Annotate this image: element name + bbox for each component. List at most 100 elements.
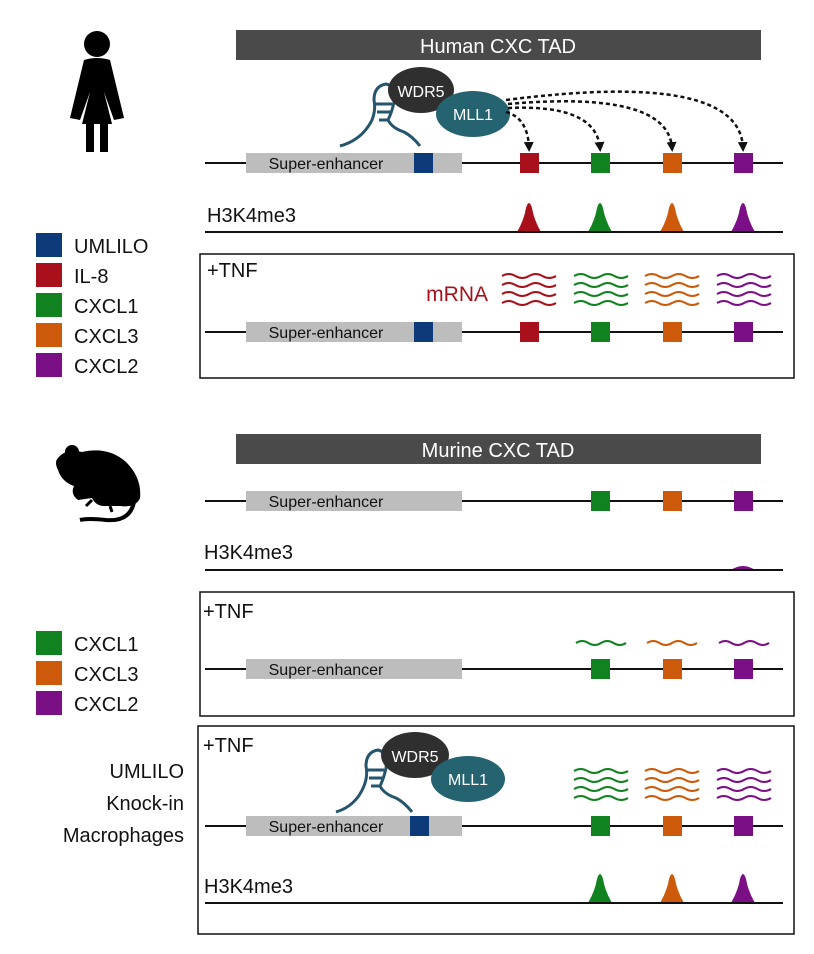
knockin-mrna-transcripts <box>573 768 772 801</box>
human-tad-title: Human CXC TAD <box>420 36 576 58</box>
knockin-panel-frame <box>197 725 795 935</box>
cxcl2-peak <box>731 874 755 903</box>
super-enhancer-box <box>246 153 462 173</box>
cxcl3-mrna-strand <box>646 640 698 646</box>
legend-swatch-cxcl3 <box>36 661 62 685</box>
cxcl2-gene <box>734 816 753 836</box>
cxcl1-peak <box>588 874 612 903</box>
legend-label-umlilo: UMLILO <box>74 236 148 258</box>
knockin-side-label-line3: Macrophages <box>63 825 184 847</box>
cxcl1-mrna-strand <box>573 273 629 279</box>
super-enhancer-box <box>246 491 462 511</box>
tnf-label: +TNF <box>203 735 254 757</box>
wdr5-ellipse <box>381 732 449 778</box>
murine-mrna-transcripts <box>575 640 770 646</box>
human-h3k4me3-track: H3K4me3 <box>205 203 783 233</box>
cxcl1-mrna-strand <box>575 640 627 646</box>
il8-gene <box>520 153 539 173</box>
mouse-icon <box>56 445 141 523</box>
cxcl3-gene <box>663 153 682 173</box>
legend-swatch-cxcl1 <box>36 631 62 655</box>
mll1-ellipse <box>431 756 505 802</box>
legend-label-cxcl3: CXCL3 <box>74 664 138 686</box>
cxcl1-gene <box>591 322 610 342</box>
knockin-side-label-line1: UMLILO <box>110 761 184 783</box>
cxcl2-gene <box>734 153 753 173</box>
cxcl2-mrna-strand <box>716 282 772 288</box>
cxcl3-mrna-strand <box>644 768 700 774</box>
human-mrna-transcripts <box>501 273 772 306</box>
cxcl2-gene <box>734 322 753 342</box>
legend-label-cxcl1: CXCL1 <box>74 634 138 656</box>
legend-label-cxcl2: CXCL2 <box>74 356 138 378</box>
tnf-panel-frame <box>199 253 795 379</box>
super-enhancer-label: Super-enhancer <box>269 819 384 836</box>
super-enhancer-box <box>246 816 462 836</box>
mrna-label: mRNA <box>426 283 488 306</box>
cxcl1-gene <box>591 659 610 679</box>
cxcl3-mrna-strand <box>644 777 700 783</box>
h3k4me3-label: H3K4me3 <box>207 205 296 227</box>
cxcl2-mrna-strand <box>716 291 772 297</box>
murine-tad-bar <box>236 434 761 464</box>
umlilo-gene <box>414 153 433 173</box>
knockin-side-label-line2: Knock-in <box>106 793 184 815</box>
cxcl1-mrna-strand <box>573 768 629 774</box>
mll1-ellipse <box>436 91 510 137</box>
cxcl3-mrna-strand <box>644 291 700 297</box>
murine-locus: Super-enhancer <box>205 491 783 511</box>
murine-h3k4me3-track: H3K4me3 <box>204 542 783 571</box>
cxcl3-mrna-strand <box>644 795 700 801</box>
super-enhancer-box <box>246 659 462 679</box>
cxcl1-mrna-strand <box>573 777 629 783</box>
wdr5-label: WDR5 <box>397 84 444 101</box>
cxcl3-mrna-strand <box>644 273 700 279</box>
cxcl3-gene <box>663 816 682 836</box>
tnf-panel-frame <box>199 591 795 717</box>
super-enhancer-box <box>246 322 462 342</box>
murine-tad-title: Murine CXC TAD <box>422 440 575 462</box>
cxcl3-gene <box>663 659 682 679</box>
cxcl2-mrna-strand <box>716 300 772 306</box>
wdr5-label: WDR5 <box>391 749 438 766</box>
legend-swatch-cxcl2 <box>36 353 62 377</box>
super-enhancer-label: Super-enhancer <box>269 156 384 173</box>
il8-mrna-strand <box>501 291 557 297</box>
cxcl3-gene <box>663 491 682 511</box>
super-enhancer-label: Super-enhancer <box>269 662 384 679</box>
tnf-label: +TNF <box>207 260 258 282</box>
cxcl1-peak <box>588 203 612 232</box>
cxcl3-peak <box>660 203 684 232</box>
cxcl2-mrna-strand <box>716 795 772 801</box>
cxcl3-mrna-strand <box>644 282 700 288</box>
murine-tnf-panel: +TNF Super-enhancer <box>199 591 795 717</box>
cxcl3-peak <box>660 874 684 903</box>
super-enhancer-label: Super-enhancer <box>269 494 384 511</box>
cxcl3-gene <box>663 322 682 342</box>
il8-mrna-strand <box>501 282 557 288</box>
legend-label-cxcl3: CXCL3 <box>74 326 138 348</box>
cxcl3-mrna-strand <box>644 786 700 792</box>
cxcl2-gene <box>734 491 753 511</box>
cxcl2-peak <box>731 203 755 232</box>
human-tnf-panel: +TNF mRNA Super-enhancer <box>199 253 795 379</box>
arrow-to-cxcl2 <box>505 90 748 152</box>
cxcl1-gene <box>591 153 610 173</box>
wdr5-ellipse <box>388 67 454 113</box>
cxcl2-mrna-strand <box>716 786 772 792</box>
mll1-label: MLL1 <box>453 107 493 124</box>
cxcl3-mrna-strand <box>644 300 700 306</box>
human-locus: Super-enhancer <box>205 153 783 173</box>
umlilo-gene <box>414 322 433 342</box>
cxcl2-mrna-strand <box>716 768 772 774</box>
knockin-panel: +TNF UMLILO Knock-in Macrophages WDR5 ML… <box>63 725 795 935</box>
cxcl1-mrna-strand <box>573 282 629 288</box>
tnf-label: +TNF <box>203 601 254 623</box>
cxcl2-mrna-strand <box>718 640 770 646</box>
il8-gene <box>520 322 539 342</box>
human-wdr5-mll1-complex: WDR5 MLL1 <box>388 67 510 137</box>
umlilo-gene <box>410 816 429 836</box>
